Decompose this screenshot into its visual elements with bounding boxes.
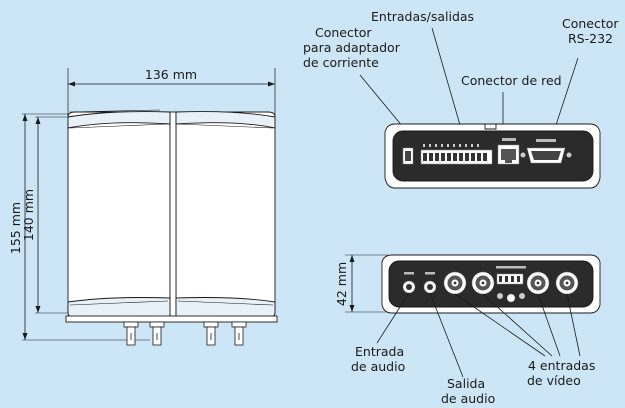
dip-switch-block (496, 266, 526, 303)
device-front-body (65, 109, 278, 323)
audio-in-jack (402, 272, 416, 294)
video-input-bnc-3 (526, 271, 550, 295)
video-input-bnc-2 (471, 271, 495, 295)
rear-view: Conector para adaptador de corriente Ent… (303, 9, 623, 189)
video-input-bnc-4 (555, 271, 579, 295)
video-input-bnc-1 (443, 271, 467, 295)
audio-in-label: Entrada de audio (351, 344, 408, 374)
front-video-view: 42 mm (334, 254, 601, 406)
rs232-port (520, 139, 572, 164)
io-terminal-block (420, 144, 493, 165)
rs232-label: Conector RS-232 (562, 16, 623, 46)
io-label: Entradas/salidas (371, 9, 474, 24)
depth-dimension-label: 42 mm (334, 262, 349, 306)
width-dimension-label: 136 mm (145, 67, 197, 82)
network-port (497, 138, 520, 165)
depth-dimension-line (349, 255, 355, 312)
height-inner-dimension-label: 140 mm (21, 189, 36, 241)
width-dimension-line (68, 81, 275, 87)
height-outer-dimension-label: 155 mm (8, 202, 23, 254)
front-leader-lines (376, 292, 581, 378)
power-connector-label: Conector para adaptador de corriente (303, 25, 404, 70)
front-view: 136 mm 155 mm 140 mm (8, 67, 278, 346)
height-inner-dimension-line (35, 117, 41, 313)
rear-leader-lines (359, 27, 579, 129)
bnc-connectors-bottom (123, 321, 247, 346)
video-inputs-label: 4 entradas de vídeo (527, 358, 599, 388)
power-socket (402, 147, 414, 165)
network-connector-label: Conector de red (461, 73, 562, 88)
audio-out-label: Salida de audio (441, 376, 495, 406)
height-outer-dimension-line (22, 114, 28, 340)
